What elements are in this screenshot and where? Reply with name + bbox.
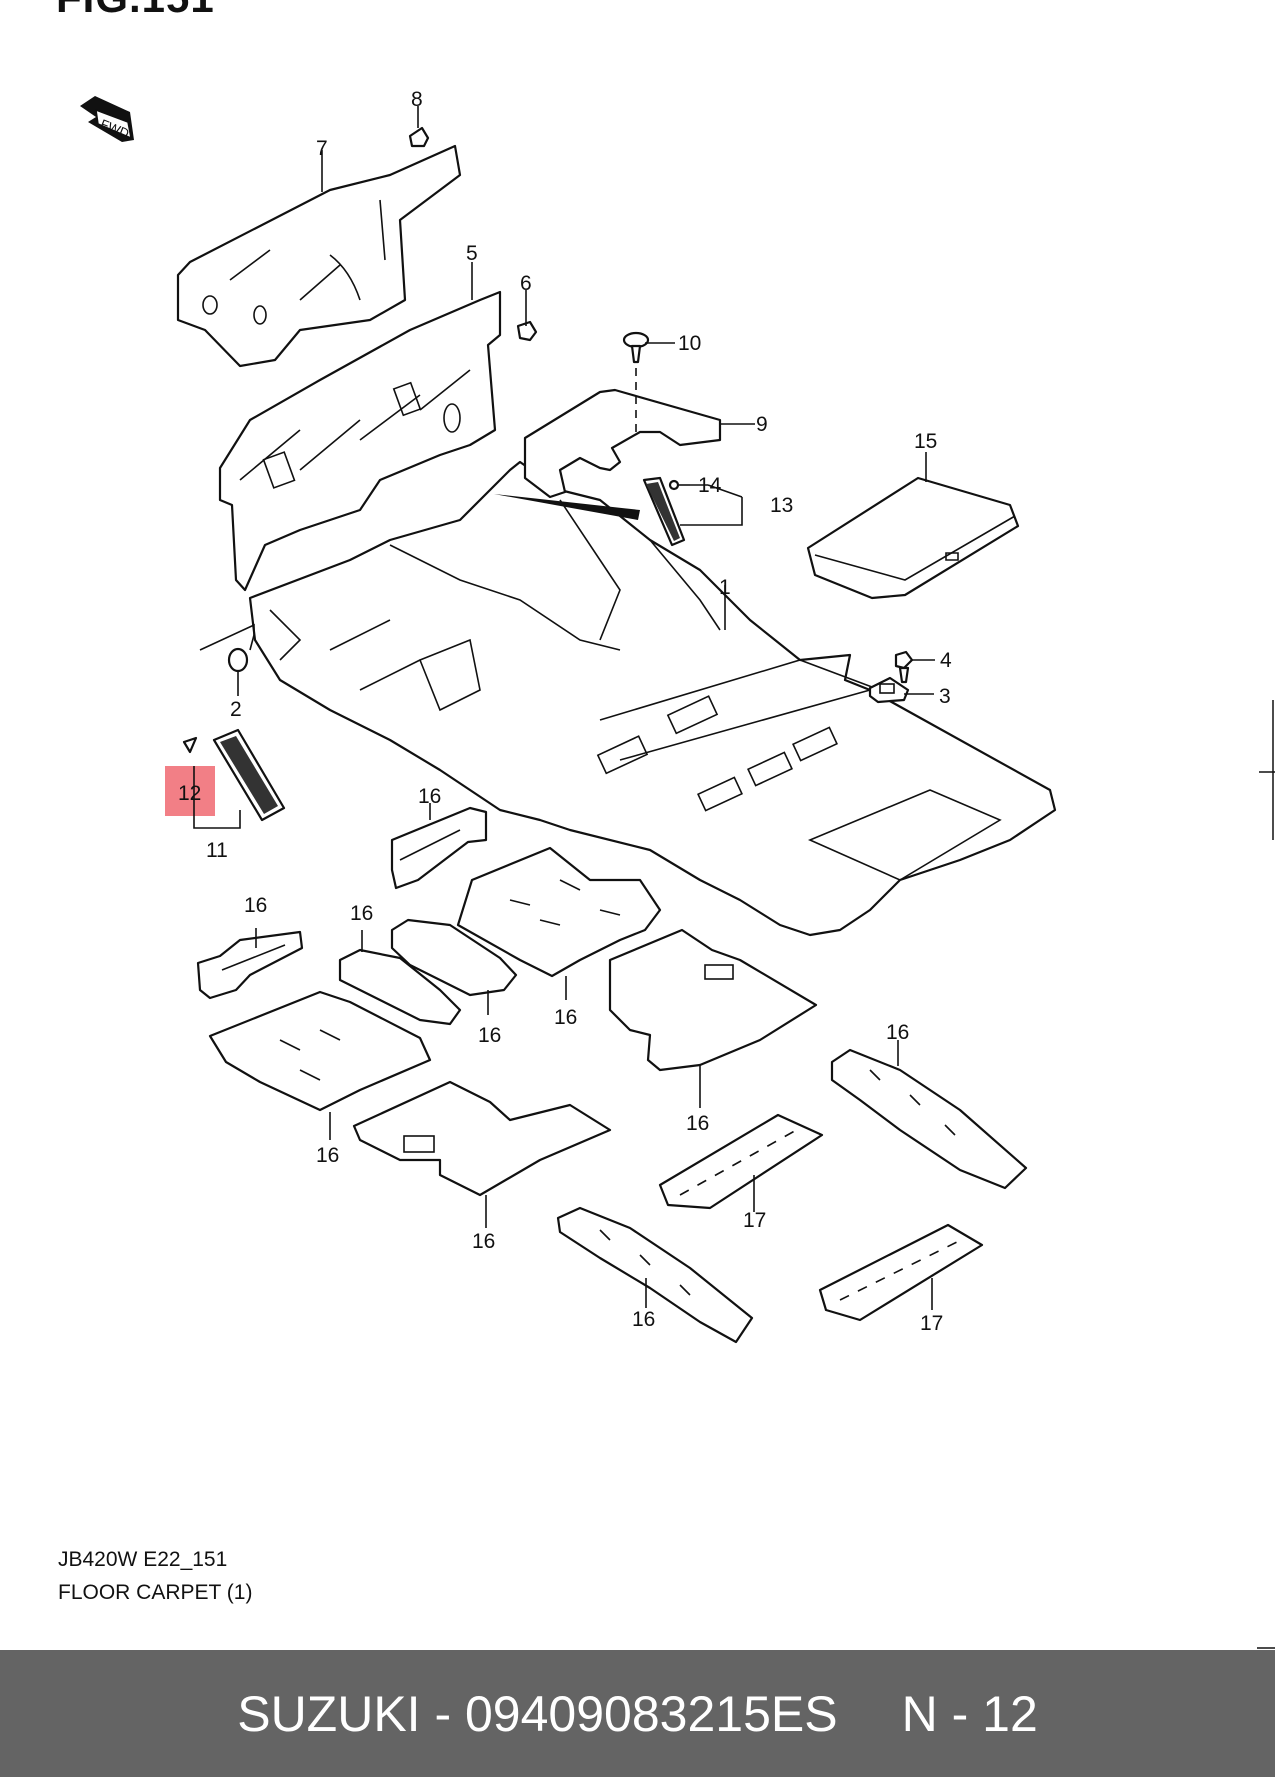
callout-16-c: 16 [350,902,373,925]
callout-16-b: 16 [244,894,267,917]
part-4-bolt [894,650,914,684]
callout-16-a: 16 [418,785,441,808]
callout-16-h: 16 [316,1144,339,1167]
diagram-name: FLOOR CARPET (1) [58,1581,253,1604]
callout-2: 2 [230,698,242,721]
callout-11: 11 [206,839,228,862]
callout-1: 1 [719,576,731,599]
callout-8: 8 [411,88,423,111]
callout-10: 10 [678,332,701,355]
part-6-nut [516,320,538,342]
part-14-screw [668,479,690,491]
part-16-pad-h [352,1080,612,1197]
part-17-pad-a [658,1113,824,1210]
diagram-caption: JB420W E22_151 FLOOR CARPET (1) [58,1543,252,1609]
callout-16-j: 16 [632,1308,655,1331]
reference-number: N - 12 [901,1685,1038,1742]
callout-16-d: 16 [478,1024,501,1047]
part-5-dash-panel-silencer [218,290,502,592]
callout-17-b: 17 [920,1312,943,1335]
part-16-pad-g [208,990,432,1112]
callout-14: 14 [698,474,722,497]
callout-5: 5 [466,242,478,265]
callout-13: 13 [770,494,793,517]
callout-16-e: 16 [554,1006,577,1029]
callout-16-f: 16 [686,1112,709,1135]
callout-7: 7 [316,137,328,160]
callout-6: 6 [520,272,532,295]
part-13-scuff-plate [494,476,686,547]
callout-3: 3 [939,685,951,708]
figure-title: FIG.151 [56,0,215,22]
part-16-pad-i [830,1048,1028,1190]
leader-lines [193,106,935,1310]
callout-12: 12 [178,782,201,805]
callout-15: 15 [914,430,937,453]
callout-16-g: 16 [886,1021,909,1044]
part-16-pad-f [608,928,818,1072]
part-16-pad-d [390,918,518,997]
part-2-clip [199,623,255,673]
part-17-pad-b [818,1223,984,1322]
part-9-floor-mat-panel [523,388,722,499]
part-11-sill-mat [182,728,286,822]
part-16-pad-a [390,806,488,890]
callout-labels: 8 7 5 6 10 9 14 13 15 1 4 3 2 12 11 16 1… [178,88,952,1335]
part-3-bracket [868,676,910,704]
part-16-pad-e [456,846,662,978]
part-number-bar: SUZUKI - 09409083215ES N - 12 [0,1650,1275,1777]
part-16-pad-j [556,1206,754,1344]
brand-part-number: SUZUKI - 09409083215ES [237,1685,838,1742]
part-8-nut [408,126,430,148]
part-16-pad-b [196,930,304,1000]
part-16-pad-c [338,948,462,1026]
callout-4: 4 [940,649,952,672]
callout-9: 9 [756,413,768,436]
fwd-arrow-icon: FWD [80,96,134,142]
part-10-clip [622,331,650,436]
highlight-box [165,766,215,816]
callout-16-i: 16 [472,1230,495,1253]
parts-diagram: FWD [80,88,1057,1344]
diagram-code: JB420W E22_151 [58,1548,228,1571]
part-15-trunk-board [806,476,1020,600]
edge-marks [1257,700,1275,1649]
callout-17-a: 17 [743,1209,766,1232]
part-7-dash-insulator [176,144,462,368]
